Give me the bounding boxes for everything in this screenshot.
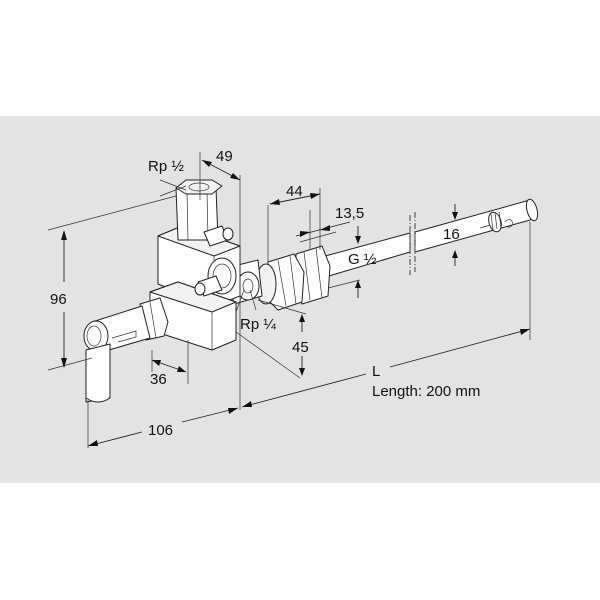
label-dim-13-5: 13,5 xyxy=(335,205,364,222)
dimension-13-5 xyxy=(295,221,351,237)
grease-nipple-upper xyxy=(203,225,234,247)
label-thread-side: Rp ¼ xyxy=(240,316,276,333)
label-dim-44: 44 xyxy=(286,183,303,200)
tube-fitting-nuts xyxy=(255,245,331,311)
label-dim-45: 45 xyxy=(292,339,309,356)
label-dim-106: 106 xyxy=(148,422,173,439)
dimension-96 xyxy=(61,230,67,368)
leader-rp-quarter xyxy=(249,289,257,311)
sensor-tube xyxy=(317,198,539,279)
dimension-49 xyxy=(201,159,241,181)
dimension-g-half-arrows xyxy=(355,226,361,298)
dimension-36 xyxy=(151,359,187,373)
dimension-45 xyxy=(299,314,305,376)
label-dim-96: 96 xyxy=(50,291,67,308)
label-length-text: Length: 200 mm xyxy=(372,383,480,400)
dimension-16-arrows xyxy=(452,204,458,266)
label-dim-49: 49 xyxy=(216,148,233,165)
top-hex-fitting-rp-half xyxy=(175,179,223,241)
handle-lever xyxy=(83,297,169,403)
label-thread-tube: G ½ xyxy=(348,251,377,268)
label-length-symbol: L xyxy=(372,363,380,380)
dimension-44 xyxy=(269,193,321,205)
leader-rp-half xyxy=(159,179,187,191)
label-thread-top: Rp ½ xyxy=(148,158,184,175)
dimension-length xyxy=(241,328,531,408)
knurled-nut xyxy=(488,211,502,233)
extension-lines xyxy=(47,152,531,448)
label-dim-36: 36 xyxy=(150,371,167,388)
grease-nipple-lower xyxy=(194,275,223,297)
label-dim-16: 16 xyxy=(443,226,460,243)
dimension-106 xyxy=(87,407,239,447)
